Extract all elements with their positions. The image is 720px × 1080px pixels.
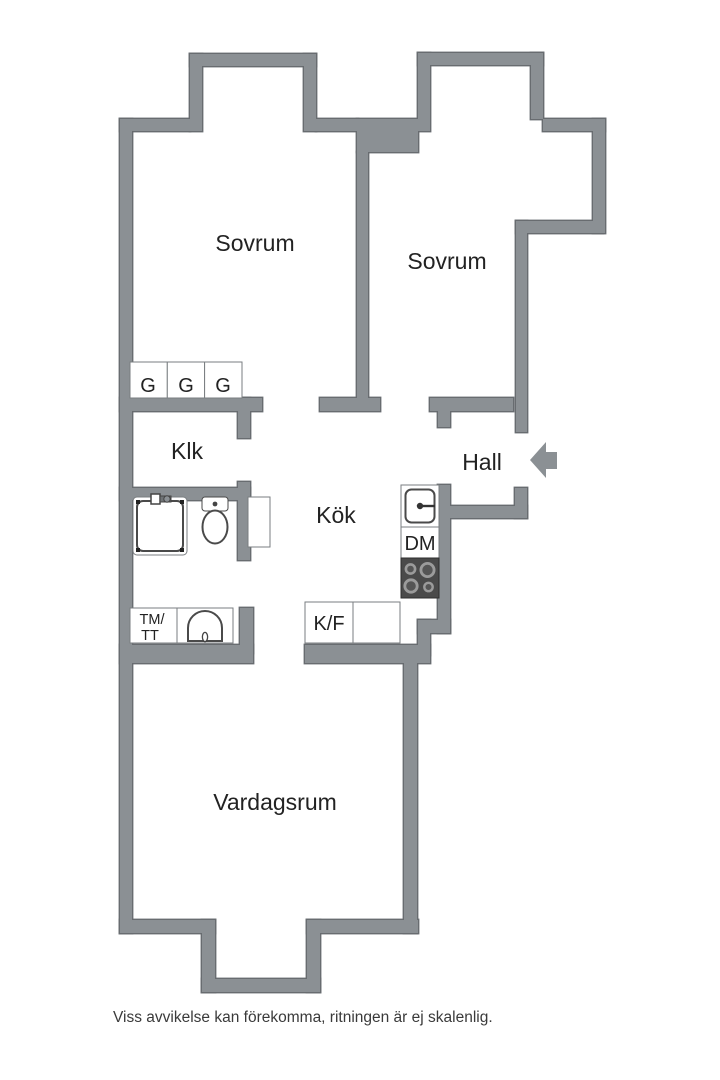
room-label-sovrum-2: Sovrum bbox=[407, 248, 486, 274]
shower-mixer bbox=[150, 493, 161, 505]
wall-segment bbox=[304, 54, 316, 131]
wall-segment bbox=[450, 506, 527, 518]
wall-segment bbox=[593, 119, 605, 233]
wall-segment bbox=[190, 54, 316, 66]
shower-corner bbox=[180, 548, 184, 552]
toilet-button bbox=[212, 501, 218, 507]
wall-segment bbox=[516, 221, 527, 432]
wardrobe-cell bbox=[166, 361, 206, 399]
fridge-freezer-cell bbox=[304, 601, 354, 644]
stove-burner bbox=[423, 581, 434, 593]
shower-tray bbox=[136, 500, 184, 552]
room-label-klk: Klk bbox=[171, 438, 203, 464]
room-label-hall: Hall bbox=[462, 449, 502, 475]
laundry-drain bbox=[201, 631, 209, 643]
wall-segment bbox=[120, 119, 190, 131]
shower-head bbox=[163, 495, 171, 503]
washer-label-line1: TM/ bbox=[140, 612, 166, 628]
wall-segment bbox=[404, 653, 417, 933]
stove-burner bbox=[403, 578, 419, 594]
wall-segment bbox=[238, 482, 250, 560]
dishwasher-cell bbox=[400, 526, 440, 559]
wardrobe-cell bbox=[204, 361, 243, 399]
bathroom-door-panel bbox=[247, 496, 271, 548]
stove-burner bbox=[404, 563, 417, 575]
disclaimer-text: Viss avvikelse kan förekomma, ritningen … bbox=[113, 1009, 493, 1026]
shower-corner bbox=[136, 548, 140, 552]
wall-segment bbox=[357, 152, 368, 398]
wall-segment bbox=[438, 485, 450, 633]
wall-segment bbox=[238, 398, 250, 438]
wall-segment bbox=[543, 119, 605, 131]
wall-segment bbox=[202, 920, 215, 992]
dishwasher-label: DM bbox=[404, 533, 435, 555]
room-label-vardagsrum: Vardagsrum bbox=[213, 789, 337, 815]
walls bbox=[120, 53, 605, 992]
wall-segment bbox=[307, 920, 418, 933]
wall-segment bbox=[418, 53, 430, 131]
wardrobe-label: G bbox=[140, 375, 156, 397]
wall-segment bbox=[240, 608, 253, 653]
wall-segment bbox=[438, 411, 450, 427]
wardrobe-cell bbox=[129, 361, 168, 399]
fridge-freezer-label: K/F bbox=[313, 613, 344, 635]
wall-segment bbox=[320, 398, 380, 411]
laundry-fixtures: TM/ TT bbox=[129, 607, 234, 644]
wall-segment bbox=[202, 979, 320, 992]
wall-segment bbox=[305, 645, 430, 663]
stove-burner bbox=[419, 562, 436, 579]
wardrobe-label: G bbox=[178, 375, 194, 397]
wall-segment bbox=[120, 920, 215, 933]
wall-segment bbox=[516, 221, 603, 233]
shower-corner bbox=[136, 500, 140, 504]
toilet-bowl bbox=[201, 509, 229, 545]
washer-label-line2: TT bbox=[141, 628, 159, 644]
wall-segment bbox=[120, 645, 253, 663]
faucet-base bbox=[416, 502, 424, 510]
wall-segment bbox=[430, 398, 513, 411]
laundry-basin bbox=[187, 610, 223, 642]
wall-segment bbox=[190, 54, 202, 131]
wall-segment bbox=[120, 119, 132, 933]
wardrobe-cabinets: G G G bbox=[129, 361, 243, 399]
wall-segment bbox=[418, 53, 543, 65]
kitchen-fixtures: DM K/F bbox=[304, 484, 440, 644]
room-label-sovrum-1: Sovrum bbox=[215, 230, 294, 256]
room-label-kok: Kök bbox=[316, 502, 356, 528]
wall-segment bbox=[316, 119, 358, 131]
washer-cell bbox=[129, 607, 178, 644]
wardrobe-label: G bbox=[215, 375, 231, 397]
wall-segment bbox=[357, 119, 418, 152]
shower-corner bbox=[180, 500, 184, 504]
wall-segment bbox=[307, 920, 320, 992]
entrance-arrow-icon bbox=[530, 442, 557, 478]
counter-cell bbox=[352, 601, 401, 644]
bathroom-fixtures bbox=[132, 493, 271, 556]
wall-segment bbox=[531, 53, 543, 119]
wall-segment bbox=[120, 398, 262, 411]
